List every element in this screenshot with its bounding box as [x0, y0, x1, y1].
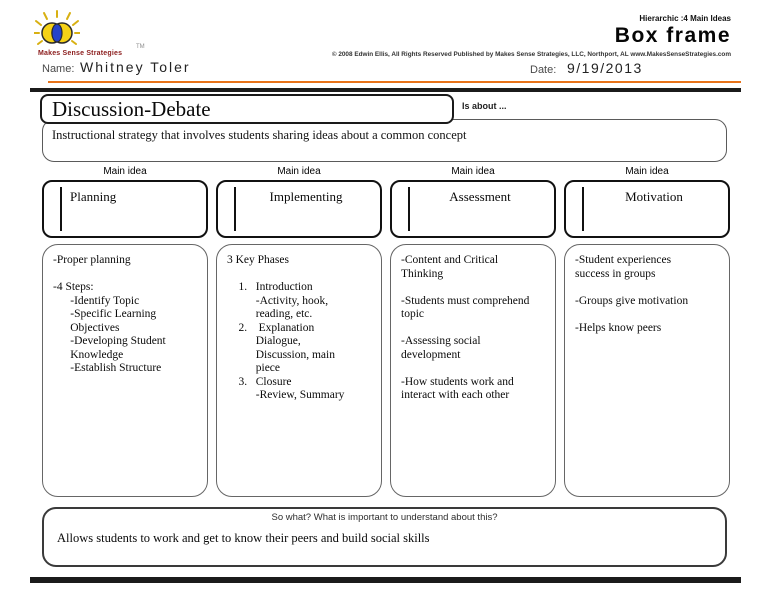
trademark-mark: TM: [136, 44, 145, 50]
brand-text: Makes Sense Strategies: [38, 50, 123, 57]
idea-content-box: -Proper planning -4 Steps: -Identify Top…: [42, 244, 208, 497]
page-title: Discussion-Debate: [52, 97, 211, 121]
idea-header-box: Planning: [42, 180, 208, 238]
template-name: Box frame: [614, 24, 731, 47]
column-motivation: Main idea Motivation -Student experience…: [564, 166, 730, 497]
title-box: Discussion-Debate: [40, 94, 454, 124]
name-label: Name:: [42, 63, 75, 75]
idea-content-box: -Content and Critical Thinking -Students…: [390, 244, 556, 497]
copyright-text: © 2008 Edwin Ellis, All Rights Reserved …: [331, 51, 731, 58]
orange-divider: [48, 81, 741, 83]
idea-content-text: -Content and Critical Thinking -Students…: [401, 254, 530, 401]
idea-header-box: Motivation: [564, 180, 730, 238]
name-value: Whitney Toler: [80, 59, 191, 75]
main-idea-label: Main idea: [451, 166, 495, 177]
idea-title: Motivation: [625, 189, 683, 204]
top-rule: [30, 88, 741, 92]
idea-divider-line: [60, 187, 62, 231]
is-about-label: Is about ...: [462, 101, 507, 111]
description-text: Instructional strategy that involves stu…: [52, 128, 467, 142]
date-label: Date:: [530, 64, 557, 76]
so-what-box: So what? What is important to understand…: [42, 507, 727, 567]
column-planning: Main idea Planning -Proper planning -4 S…: [42, 166, 208, 497]
idea-divider-line: [582, 187, 584, 231]
idea-title: Planning: [70, 189, 117, 204]
idea-content-text: 3 Key Phases 1. Introduction -Activity, …: [227, 254, 345, 401]
column-assessment: Main idea Assessment -Content and Critic…: [390, 166, 556, 497]
idea-content-box: -Student experiences success in groups -…: [564, 244, 730, 497]
so-what-answer: Allows students to work and get to know …: [57, 531, 430, 545]
idea-content-text: -Student experiences success in groups -…: [575, 254, 689, 334]
idea-title: Implementing: [269, 189, 343, 204]
idea-divider-line: [408, 187, 410, 231]
sun-logo-icon: [33, 10, 81, 57]
hierarchy-label: Hierarchic :4 Main Ideas: [639, 14, 731, 23]
main-idea-label: Main idea: [103, 166, 147, 177]
bottom-rule: [30, 577, 741, 583]
idea-header-box: Implementing: [216, 180, 382, 238]
main-idea-label: Main idea: [277, 166, 321, 177]
main-idea-label: Main idea: [625, 166, 669, 177]
idea-title: Assessment: [449, 189, 511, 204]
so-what-prompt: So what? What is important to understand…: [271, 512, 498, 523]
idea-content-text: -Proper planning -4 Steps: -Identify Top…: [53, 254, 166, 374]
idea-content-box: 3 Key Phases 1. Introduction -Activity, …: [216, 244, 382, 497]
idea-header-box: Assessment: [390, 180, 556, 238]
column-implementing: Main idea Implementing 3 Key Phases 1. I…: [216, 166, 382, 497]
date-value: 9/19/2013: [567, 60, 643, 76]
idea-divider-line: [234, 187, 236, 231]
